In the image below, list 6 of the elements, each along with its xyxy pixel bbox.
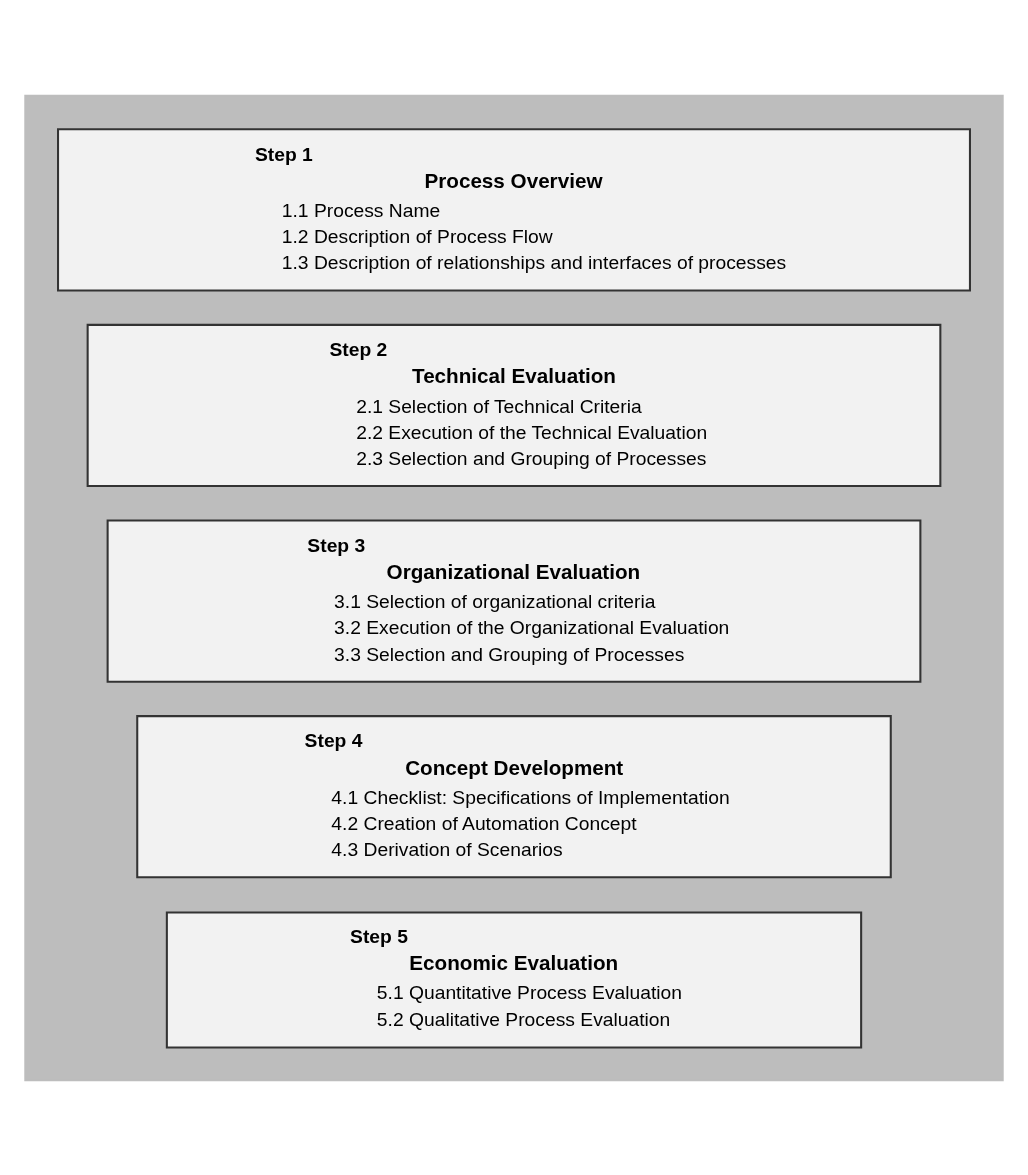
cluster [24, 94, 1004, 1081]
node-box: Step 1 Process Overview 1.1 Process Name 1.2 Description of Process Flow 1.3 Description of relationships and interfaces of processes [57, 127, 971, 291]
node-box: Step 2 Technical Evaluation 2.1 Selection of Technical Criteria 2.2 Execution of the Technical Evaluation 2.3 Selection and Grouping of Processes [86, 323, 942, 487]
node-box: Step 5 Economic Evaluation 5.1 Quantitative Process Evaluation 5.2 Qualitative Process Evaluation [165, 910, 863, 1048]
node-box: Step 4 Concept Development 4.1 Checklist: Specifications of Implementation 4.2 Creation of Automation Concept 4.3 Derivation of Scenarios [136, 714, 892, 878]
node-box: Step 3 Organizational Evaluation 3.1 Selection of organizational criteria 3.2 Execution of the Organizational Evaluation 3.3 Selection and Grouping of Processes [106, 518, 922, 683]
